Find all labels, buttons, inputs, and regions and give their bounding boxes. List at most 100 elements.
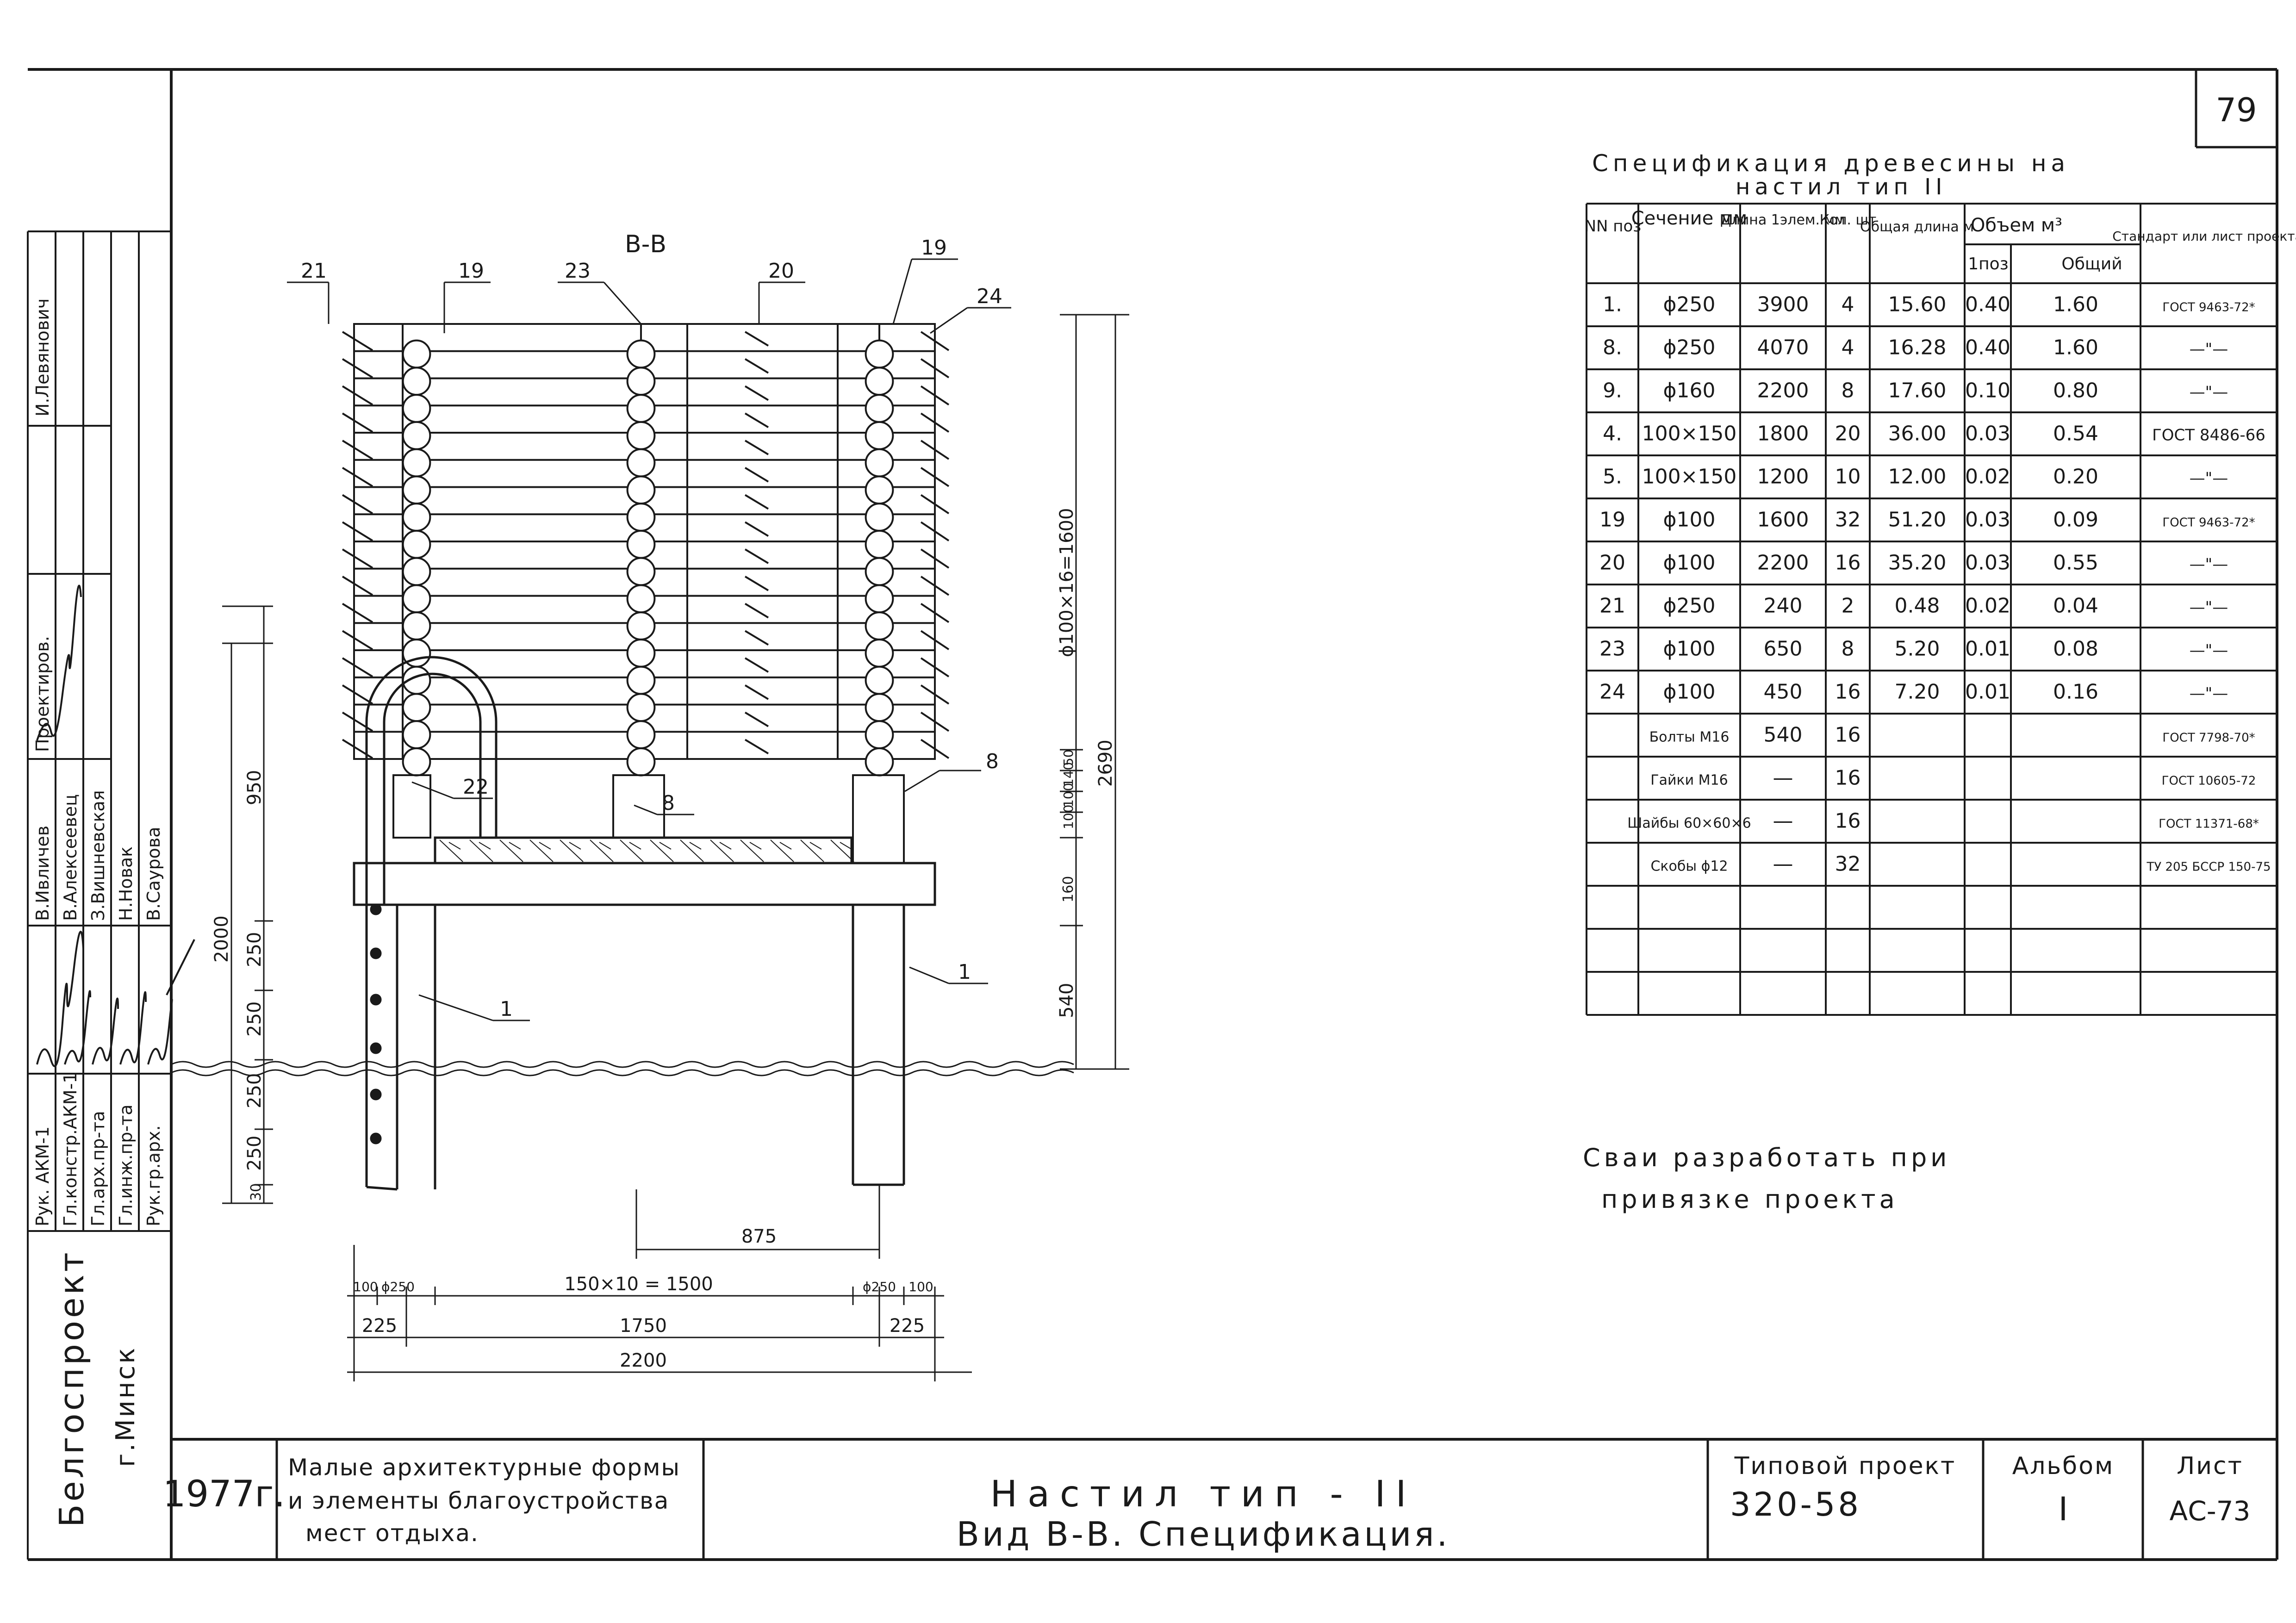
spec-cell-vol-one: 0.40 <box>1965 293 2010 317</box>
log-section <box>865 503 894 532</box>
log-section <box>402 693 431 722</box>
dimension-label: 100 <box>908 1279 933 1294</box>
log-section <box>865 665 894 695</box>
person-name: Н.Новак <box>116 846 136 921</box>
water-line <box>171 1061 1074 1076</box>
leader-lines <box>287 258 1011 1021</box>
spec-cell-qty: 16 <box>1835 766 1861 790</box>
log-section <box>402 475 431 505</box>
spec-cell-pos: 4. <box>1603 422 1622 446</box>
spec-cell-standard: ТУ 205 БССР 150-75 <box>2146 860 2271 874</box>
log-section <box>626 421 656 450</box>
dimension-label: 100 <box>353 1279 378 1294</box>
log-section <box>402 557 431 586</box>
spec-cell-length: 1600 <box>1757 508 1809 532</box>
sheet-title: Настил тип - II <box>990 1474 1417 1515</box>
spec-cell-standard: ГОСТ 11371-68* <box>2159 817 2259 831</box>
log-section <box>402 421 431 450</box>
spec-cell-pos: 23 <box>1599 637 1625 661</box>
log-section <box>402 747 431 777</box>
spec-cell-qty: 32 <box>1835 852 1861 876</box>
spec-cell-standard: —"— <box>2190 469 2228 488</box>
note: Сваи разработать при привязке проекта <box>1583 1143 1950 1214</box>
spec-cell-length: 3900 <box>1757 293 1809 317</box>
header-vol-one: 1поз <box>1968 255 2009 274</box>
spec-cell-length: 4070 <box>1757 336 1809 360</box>
log-section <box>626 503 656 532</box>
log-section <box>402 339 431 369</box>
log-section <box>626 693 656 722</box>
dimension-label: 100 <box>1061 805 1076 829</box>
spec-cell-qty: 32 <box>1835 508 1861 532</box>
role-label: Гл.арх.пр-та <box>88 1111 108 1226</box>
deck-post-block <box>392 774 431 839</box>
role-label: Рук. АКМ-1 <box>32 1126 53 1226</box>
spec-cell-section: 100×150 <box>1642 422 1737 446</box>
spec-cell-vol-one: 0.01 <box>1965 637 2010 661</box>
dimension-label: 225 <box>362 1315 397 1337</box>
spec-cell-vol-total: 0.80 <box>2053 379 2098 403</box>
position-label: 8 <box>986 750 999 773</box>
log-section <box>865 611 894 640</box>
spec-cell-section: ϕ250 <box>1663 336 1715 360</box>
note-line: привязке проекта <box>1601 1185 1898 1214</box>
spec-cell-vol-one: 0.10 <box>1965 379 2010 403</box>
dimension-label: ϕ250 <box>381 1279 415 1294</box>
dimension-label: 1750 <box>620 1315 667 1337</box>
spec-cell-length: 2200 <box>1757 379 1809 403</box>
log-section <box>402 611 431 640</box>
spec-cell-pos: 20 <box>1599 551 1625 575</box>
series-line: и элементы благоустройства <box>288 1487 669 1514</box>
role-label: Гл.констр.АКМ-1 <box>60 1072 81 1226</box>
spec-cell-section: ϕ250 <box>1663 594 1715 618</box>
crossbeam <box>353 862 936 906</box>
spec-cell-length: 650 <box>1764 637 1803 661</box>
header-section: Сечение мм <box>1631 208 1748 229</box>
spec-cell-section: ϕ250 <box>1663 293 1715 317</box>
header-qty: Кол. шт <box>1820 212 1877 228</box>
dimension-label: 540 <box>1056 983 1077 1018</box>
note-line: Сваи разработать при <box>1583 1143 1950 1172</box>
album-number: I <box>2059 1490 2068 1528</box>
log-section <box>626 720 656 749</box>
spec-cell-vol-total: 0.09 <box>2053 508 2098 532</box>
position-label: 23 <box>565 259 591 283</box>
dimension-label: 250 <box>244 932 265 967</box>
spec-cell-qty: 16 <box>1835 723 1861 747</box>
spec-cell-standard: ГОСТ 10605-72 <box>2162 774 2256 788</box>
spec-cell-pos: 8. <box>1603 336 1622 360</box>
spec-cell-section: ϕ100 <box>1663 508 1715 532</box>
header-total-length: Общая длина м <box>1860 219 1974 235</box>
spec-cell-pos: 5. <box>1603 465 1622 489</box>
piles <box>365 905 905 1191</box>
log-section <box>402 394 431 423</box>
spec-cell-vol-one: 0.03 <box>1965 551 2010 575</box>
spec-cell-length: — <box>1773 852 1793 876</box>
spec-cell-qty: 16 <box>1835 809 1861 833</box>
log-section <box>402 367 431 396</box>
spec-cell-qty: 4 <box>1842 293 1854 317</box>
position-label: 8 <box>662 791 675 815</box>
log-section <box>626 611 656 640</box>
elevation-view: В-В <box>171 230 1129 1381</box>
log-section <box>865 747 894 777</box>
ladder-rail <box>365 656 498 1144</box>
dimension-label: 100 <box>1061 783 1076 808</box>
spec-cell-qty: 10 <box>1835 465 1861 489</box>
log-section <box>865 693 894 722</box>
dimension-label: ϕ250 <box>863 1279 896 1294</box>
header-volume: Объем м³ <box>1971 215 2062 236</box>
position-label: 19 <box>458 259 484 283</box>
spec-cell-standard: ГОСТ 9463-72* <box>2162 516 2255 530</box>
position-label: 19 <box>921 236 947 260</box>
project-number: 320-58 <box>1730 1486 1861 1524</box>
spec-cell-length: 1200 <box>1757 465 1809 489</box>
log-section <box>626 529 656 559</box>
spec-cell-section: Шайбы 60×60×6 <box>1627 815 1751 832</box>
spec-cell-qty: 8 <box>1842 379 1854 403</box>
album-label: Альбом <box>2012 1452 2115 1480</box>
dimension-label: 2690 <box>1095 740 1116 787</box>
spec-cell-qty: 16 <box>1835 680 1861 704</box>
signature-marks <box>36 585 195 1067</box>
